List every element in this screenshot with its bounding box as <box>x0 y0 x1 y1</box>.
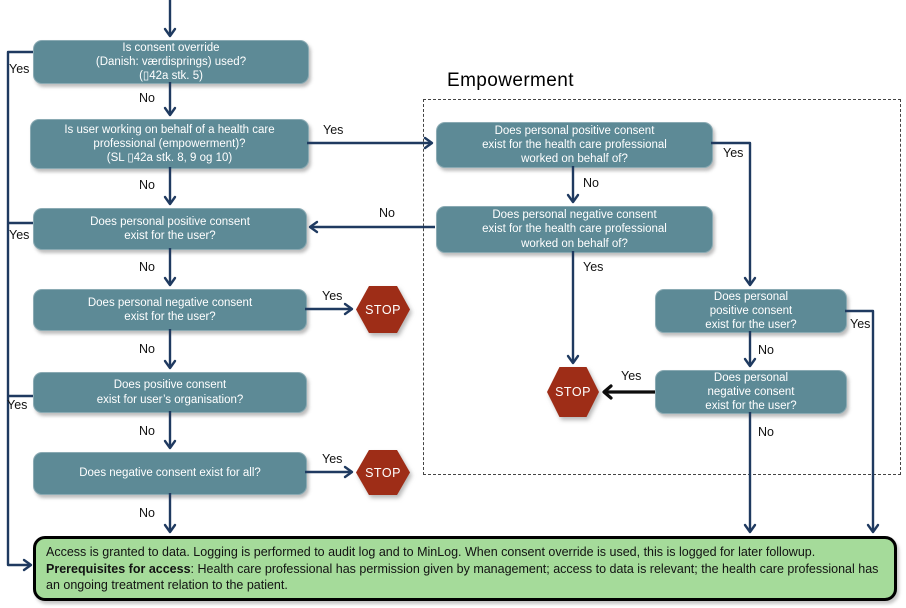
stop-octagon: STOP <box>547 367 599 417</box>
node-working-on-behalf: Is user working on behalf of a health ca… <box>30 119 309 169</box>
node-negative-consent-all: Does negative consent exist for all? <box>33 452 307 495</box>
node-text: Does negative consent exist for all? <box>79 467 261 480</box>
stop-sign-2: STOP <box>356 450 410 495</box>
node-emp-positive-consent-hcp: Does personal positive consent exist for… <box>436 122 713 168</box>
edge-label-yes: Yes <box>723 146 744 160</box>
stop-sign-3: STOP <box>547 367 599 417</box>
node-text: Does personal negative consent exist for… <box>87 296 253 323</box>
edge-label-yes: Yes <box>9 228 30 242</box>
node-consent-override: Is consent override (Danish: værdispring… <box>33 40 309 84</box>
node-emp-negative-consent-user: Does personal negative consent exist for… <box>655 370 847 414</box>
edge-label-yes: Yes <box>850 317 871 331</box>
edge-label-yes: Yes <box>9 62 30 76</box>
node-emp-negative-consent-hcp: Does personal negative consent exist for… <box>436 206 713 253</box>
node-text: Does personal positive consent exist for… <box>482 124 667 166</box>
node-text: Is user working on behalf of a health ca… <box>64 123 275 164</box>
edge-label-no: No <box>758 343 774 357</box>
edge-label-no: No <box>758 425 774 439</box>
stop-sign-1: STOP <box>356 286 410 333</box>
node-text: Does personal negative consent exist for… <box>705 371 797 413</box>
edge-label-yes: Yes <box>322 452 343 466</box>
edge-label-yes: Yes <box>322 289 343 303</box>
edge-label-no: No <box>583 176 599 190</box>
edge-label-no: No <box>379 206 395 220</box>
node-access-granted: Access is granted to data. Logging is pe… <box>33 536 897 601</box>
edge-label-no: No <box>139 506 155 520</box>
stop-label: STOP <box>555 385 591 399</box>
edge-label-no: No <box>139 178 155 192</box>
edge-label-yes: Yes <box>621 369 642 383</box>
node-text: Does positive consent exist for user’s o… <box>96 379 244 406</box>
stop-octagon: STOP <box>356 450 410 495</box>
edge-label-no: No <box>139 91 155 105</box>
stop-label: STOP <box>365 302 401 317</box>
empowerment-title: Empowerment <box>447 70 574 91</box>
edge-label-no: No <box>139 342 155 356</box>
node-positive-consent-organisation: Does positive consent exist for user’s o… <box>33 372 307 413</box>
footer-rest: : Health care professional has permissio… <box>46 561 879 593</box>
node-text: Does personal positive consent exist for… <box>90 215 250 242</box>
node-personal-negative-consent-user: Does personal negative consent exist for… <box>33 289 307 331</box>
edge-label-no: No <box>139 424 155 438</box>
edge-label-yes: Yes <box>7 398 28 412</box>
edge-label-yes: Yes <box>323 123 344 137</box>
footer-prerequisites-label: Prerequisites for access <box>46 561 191 576</box>
stop-octagon: STOP <box>356 286 410 333</box>
node-text: Does personal negative consent exist for… <box>482 209 667 250</box>
node-text: Is consent override (Danish: værdispring… <box>95 41 247 83</box>
empowerment-region <box>423 99 901 475</box>
node-personal-positive-consent-user: Does personal positive consent exist for… <box>33 208 307 250</box>
node-emp-positive-consent-user: Does personal positive consent exist for… <box>655 289 847 333</box>
stop-label: STOP <box>365 465 401 480</box>
node-text: Does personal positive consent exist for… <box>705 290 797 332</box>
edge-label-yes: Yes <box>583 260 604 274</box>
footer-line1: Access is granted to data. Logging is pe… <box>46 545 816 559</box>
edge-label-no: No <box>139 260 155 274</box>
